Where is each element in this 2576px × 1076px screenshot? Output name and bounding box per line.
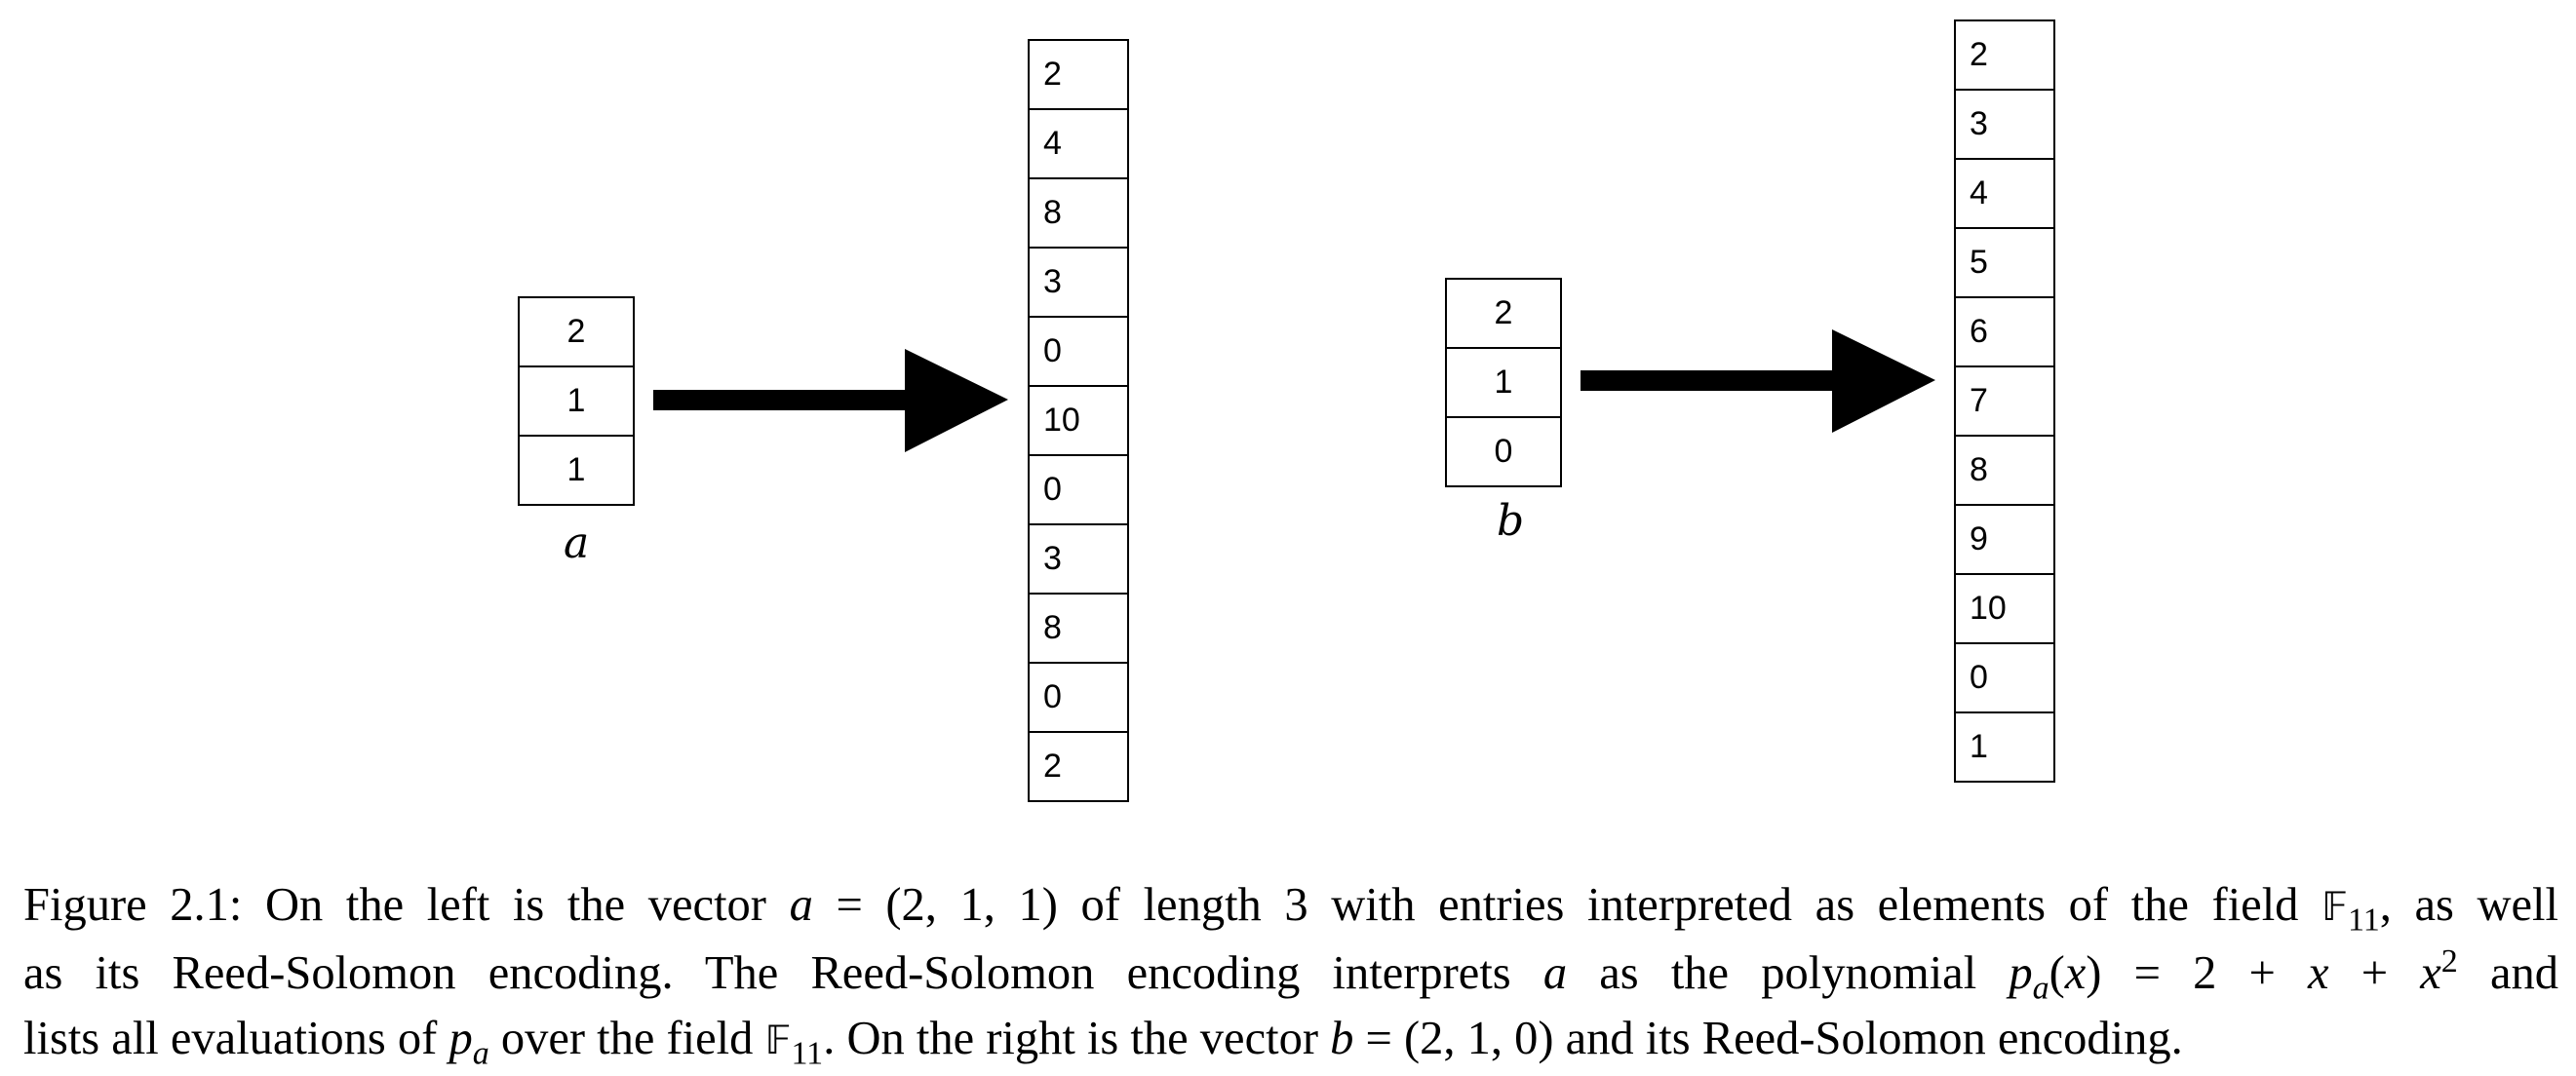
encoding-a-cell: 8 <box>1028 593 1129 664</box>
encoding-b-cell: 2 <box>1954 19 2055 91</box>
encoding-b-cell: 5 <box>1954 227 2055 298</box>
caption-line: Figure 2.1: On the left is the vector a … <box>23 872 2558 941</box>
caption-text: . On the right is the vector <box>823 1013 1331 1064</box>
encoding-a-cell: 10 <box>1028 385 1129 456</box>
caption-text: lists all evaluations of <box>23 1013 449 1064</box>
encoding-b-cell: 3 <box>1954 89 2055 160</box>
caption-text: over the field <box>488 1013 765 1064</box>
field-symbol: 𝔽 <box>2322 885 2348 930</box>
encoding-a-cell: 2 <box>1028 39 1129 110</box>
vector-b-cell: 2 <box>1445 278 1562 349</box>
caption-text: ( <box>2049 947 2065 999</box>
caption-text: ) = 2 + <box>2086 947 2309 999</box>
subscript: 11 <box>2347 902 2380 939</box>
figure-caption: Figure 2.1: On the left is the vector a … <box>23 872 2558 1074</box>
caption-text: and <box>2457 947 2558 999</box>
encoding-a-cell: 4 <box>1028 108 1129 179</box>
caption-text: Figure 2.1: On the left is the vector <box>23 879 790 931</box>
encoding-a-cell: 8 <box>1028 177 1129 249</box>
vector-a-label: a <box>564 519 590 568</box>
subscript: a <box>2032 970 2049 1007</box>
math-variable: b <box>1330 1013 1354 1064</box>
caption-text: = (2, 1, 1) of length 3 with entries int… <box>812 879 2322 931</box>
subscript: a <box>472 1035 489 1072</box>
encoding-a-cell: 0 <box>1028 662 1129 733</box>
encoding-b-cell: 0 <box>1954 642 2055 713</box>
encoding-a-cell: 3 <box>1028 247 1129 318</box>
caption-text: , as well <box>2379 879 2558 931</box>
encoding-a-cell: 0 <box>1028 454 1129 525</box>
caption-text: = (2, 1, 0) and its Reed-Solomon encodin… <box>1353 1013 2183 1064</box>
encoding-b-cell: 8 <box>1954 435 2055 506</box>
encoding-b-cell: 10 <box>1954 573 2055 644</box>
encoding-b-cell: 7 <box>1954 365 2055 437</box>
field-symbol: 𝔽 <box>764 1018 792 1063</box>
caption-line: as its Reed-Solomon encoding. The Reed-S… <box>23 941 2558 1006</box>
caption-text: as its Reed-Solomon encoding. The Reed-S… <box>23 947 1543 999</box>
vector-b-cell: 1 <box>1445 347 1562 418</box>
encoding-b-cell: 9 <box>1954 504 2055 575</box>
math-variable: p <box>2009 947 2033 999</box>
encoding-a-cell: 3 <box>1028 523 1129 595</box>
math-variable: x <box>2064 947 2087 999</box>
math-variable: a <box>789 879 813 931</box>
caption-text: + <box>2328 947 2421 999</box>
vector-a-cell: 2 <box>518 296 635 367</box>
encoding-b-cell: 6 <box>1954 296 2055 367</box>
caption-line: lists all evaluations of pa over the fie… <box>23 1006 2558 1074</box>
arrow-right-icon <box>1581 329 1935 433</box>
caption-text: as the polynomial <box>1567 947 2010 999</box>
math-variable: p <box>449 1013 473 1064</box>
encoding-b-cell: 4 <box>1954 158 2055 229</box>
vector-b-cell: 0 <box>1445 416 1562 487</box>
vector-a-cell: 1 <box>518 365 635 437</box>
vector-a-cell: 1 <box>518 435 635 506</box>
figure: 2 1 1 a 2 4 8 3 0 10 0 3 8 0 2 2 1 0 b 2… <box>518 19 2055 802</box>
subscript: 11 <box>791 1035 824 1072</box>
encoding-a-cell: 2 <box>1028 731 1129 802</box>
vector-b-label: b <box>1497 496 1525 546</box>
encoding-b-cell: 1 <box>1954 711 2055 783</box>
encoding-a-cell: 0 <box>1028 316 1129 387</box>
arrow-right-icon <box>653 349 1008 452</box>
math-variable: a <box>1542 947 1568 999</box>
math-variable: x <box>2308 947 2329 999</box>
math-variable: x <box>2420 947 2441 999</box>
superscript: 2 <box>2440 942 2458 980</box>
